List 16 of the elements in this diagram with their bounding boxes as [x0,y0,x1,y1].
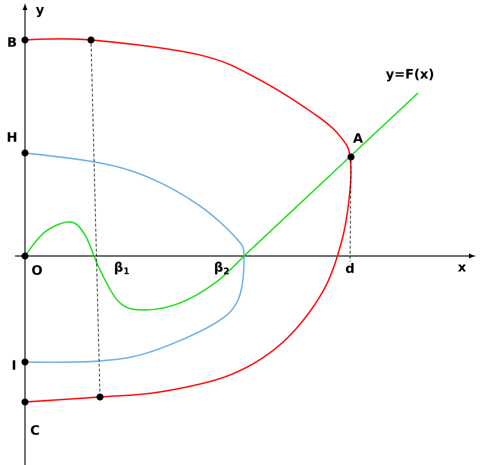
axis-label: y [36,7,44,17]
dashed-line [350,160,352,262]
dashed-line [90,43,100,394]
axis-label: d [346,262,354,274]
point-label: O [32,265,42,275]
point-label: H [8,132,16,142]
point-dot [96,394,104,400]
point-label: I [12,360,16,370]
point-label: C [30,425,39,435]
curve-label: y=F(x) [386,68,434,82]
point-label: β$_{2}$ [215,262,229,274]
point-label: β$_{1}$ [115,262,129,274]
point-dot [88,36,94,44]
point-label: A [353,133,363,143]
axis-label: x [458,264,466,272]
point-label: B [8,37,16,47]
